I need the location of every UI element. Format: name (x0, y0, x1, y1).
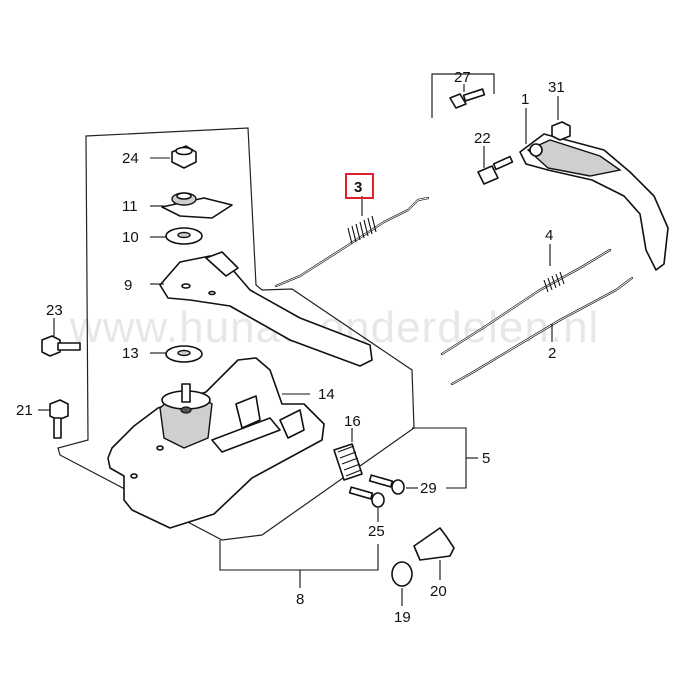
part-13-washer (150, 345, 203, 363)
callout-labels: 1 2 3 4 5 8 9 10 11 13 14 16 19 20 21 22… (16, 69, 565, 626)
part-4-spring-rod (440, 244, 612, 356)
part-23-bolt (41, 318, 81, 357)
label-part-25: 25 (368, 523, 385, 540)
part-3-spring-rod (274, 196, 430, 288)
part-21-bolt (38, 399, 69, 439)
part-29-screw (368, 474, 418, 495)
label-part-8: 8 (296, 591, 304, 608)
label-part-2: 2 (548, 345, 556, 362)
part-10-washer (150, 227, 203, 245)
label-part-14: 14 (318, 386, 335, 403)
label-part-22: 22 (474, 130, 491, 147)
label-part-31: 31 (548, 79, 565, 96)
part-31-nut (551, 96, 571, 141)
label-part-5: 5 (482, 450, 490, 467)
part-14-base-plate (107, 357, 325, 529)
label-part-10: 10 (122, 229, 139, 246)
label-part-27: 27 (454, 69, 471, 86)
part-22-bolt (477, 146, 514, 185)
label-part-21: 21 (16, 402, 33, 419)
label-part-1: 1 (521, 91, 529, 108)
part-27-bolt (449, 84, 486, 109)
label-part-20: 20 (430, 583, 447, 600)
part-24-nut (150, 145, 197, 169)
part-25-screw (348, 486, 385, 522)
label-part-16: 16 (344, 413, 361, 430)
part-1-throttle-lever (519, 108, 669, 271)
part-19-cap (391, 561, 413, 606)
label-part-3: 3 (354, 179, 362, 196)
group-bracket-5 (412, 427, 478, 489)
group-box-27 (431, 73, 495, 118)
part-9-lever-plate (150, 251, 373, 367)
label-part-19: 19 (394, 609, 411, 626)
label-part-9: 9 (124, 277, 132, 294)
group-bracket-8 (219, 540, 379, 588)
label-part-29: 29 (420, 480, 437, 497)
label-part-24: 24 (122, 150, 139, 167)
label-part-4: 4 (545, 227, 553, 244)
part-16-spring (333, 428, 363, 481)
label-part-23: 23 (46, 302, 63, 319)
label-part-13: 13 (122, 345, 139, 362)
part-2-rod (450, 276, 634, 386)
highlight-box-part-3 (345, 173, 374, 199)
part-20-knob (413, 527, 455, 580)
part-11-plate (150, 192, 233, 219)
label-part-11: 11 (122, 198, 138, 215)
